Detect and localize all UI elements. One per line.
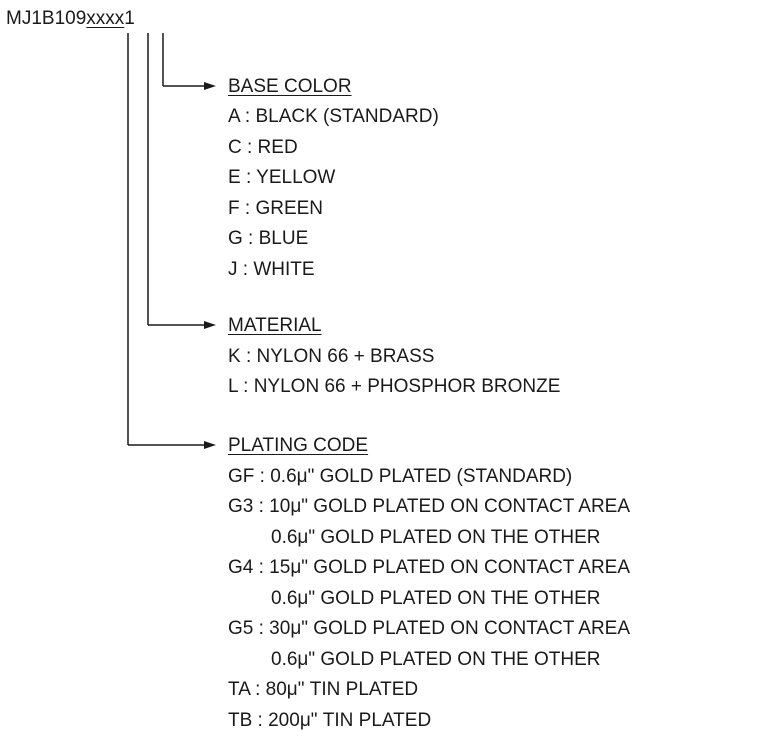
part-number-prefix: MJ1B109 (6, 8, 87, 29)
base-color-option: E : YELLOW (228, 167, 336, 188)
base-color-option: J : WHITE (228, 259, 315, 280)
base-color-option: F : GREEN (228, 198, 324, 219)
base-color-option: A : BLACK (STANDARD) (228, 106, 439, 127)
plating-option: GF : 0.6μ" GOLD PLATED (STANDARD) (228, 466, 573, 487)
base-color-option: C : RED (228, 137, 298, 158)
base-color-option: G : BLUE (228, 228, 309, 249)
part-number-suffix: 1 (124, 8, 135, 29)
plating-code-heading: PLATING CODE (228, 435, 369, 456)
material-option: K : NYLON 66 + BRASS (228, 346, 435, 367)
material-heading: MATERIAL (228, 315, 322, 336)
plating-option-continued: 0.6μ" GOLD PLATED ON THE OTHER (271, 527, 601, 548)
plating-arrow-icon (204, 441, 216, 449)
material-arrow-icon (204, 321, 216, 329)
plating-option: TB : 200μ" TIN PLATED (228, 710, 432, 731)
plating-option: G3 : 10μ" GOLD PLATED ON CONTACT AREA (228, 496, 631, 517)
material-option: L : NYLON 66 + PHOSPHOR BRONZE (228, 376, 561, 397)
base-color-arrow-icon (204, 82, 216, 90)
plating-option-continued: 0.6μ" GOLD PLATED ON THE OTHER (271, 649, 601, 670)
plating-option: G5 : 30μ" GOLD PLATED ON CONTACT AREA (228, 618, 631, 639)
base-color-heading: BASE COLOR (228, 76, 352, 97)
plating-option: TA : 80μ" TIN PLATED (228, 679, 419, 700)
plating-option-continued: 0.6μ" GOLD PLATED ON THE OTHER (271, 588, 601, 609)
plating-option: G4 : 15μ" GOLD PLATED ON CONTACT AREA (228, 557, 631, 578)
part-number-variable: xxxx (86, 8, 125, 29)
part-number: MJ1B109xxxx1 (6, 9, 135, 28)
